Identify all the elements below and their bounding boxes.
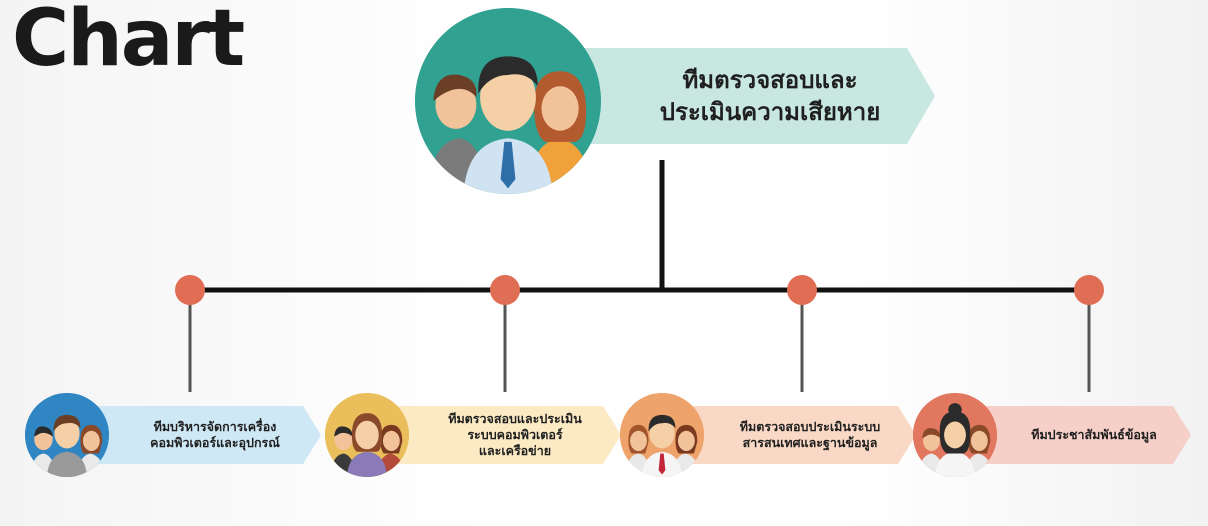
root-label-line1: ทีมตรวจสอบและ: [682, 66, 858, 94]
team-banner-4: ทีมประชาสัมพันธ์ข้อมูล: [969, 406, 1191, 464]
root-node: ทีมตรวจสอบและ ประเมินความเสียหาย: [415, 8, 955, 198]
team-2-line2: ระบบคอมพิวเตอร์: [467, 427, 563, 442]
team-avatars-icon: [325, 393, 409, 477]
team-2-line3: และเครือข่าย: [478, 443, 552, 458]
team-1-line1: ทีมบริหารจัดการเครื่อง: [153, 419, 277, 434]
team-avatars-icon: [913, 393, 997, 477]
team-node-1: ทีมบริหารจัดการเครื่อง คอมพิวเตอร์และอุป…: [25, 393, 325, 477]
team-1-line2: คอมพิวเตอร์และอุปกรณ์: [150, 435, 280, 450]
team-avatars-icon: [25, 393, 109, 477]
team-node-2: ทีมตรวจสอบและประเมิน ระบบคอมพิวเตอร์ และ…: [325, 393, 625, 477]
team-avatars-icon: [415, 8, 601, 194]
team-2-line1: ทีมตรวจสอบและประเมิน: [448, 411, 582, 426]
team-banner-3: ทีมตรวจสอบประเมินระบบ สารสนเทศและฐานข้อม…: [676, 406, 916, 464]
team-3-line1: ทีมตรวจสอบประเมินระบบ: [739, 419, 881, 434]
team-3-line2: สารสนเทศและฐานข้อมูล: [742, 435, 878, 450]
team-banner-1: ทีมบริหารจัดการเครื่อง คอมพิวเตอร์และอุป…: [81, 406, 321, 464]
team-node-3: ทีมตรวจสอบประเมินระบบ สารสนเทศและฐานข้อม…: [620, 393, 920, 477]
team-banner-2: ทีมตรวจสอบและประเมิน ระบบคอมพิวเตอร์ และ…: [381, 406, 621, 464]
team-avatars-icon: [620, 393, 704, 477]
team-4-line1: ทีมประชาสัมพันธ์ข้อมูล: [1031, 427, 1157, 442]
team-node-4: ทีมประชาสัมพันธ์ข้อมูล: [913, 393, 1203, 477]
node-dot-4: [1074, 275, 1104, 305]
root-banner: ทีมตรวจสอบและ ประเมินความเสียหาย: [565, 48, 935, 144]
root-label-line2: ประเมินความเสียหาย: [659, 98, 881, 126]
page-title: Chart: [12, 0, 245, 84]
node-dot-3: [787, 275, 817, 305]
node-dot-2: [490, 275, 520, 305]
node-dot-1: [175, 275, 205, 305]
